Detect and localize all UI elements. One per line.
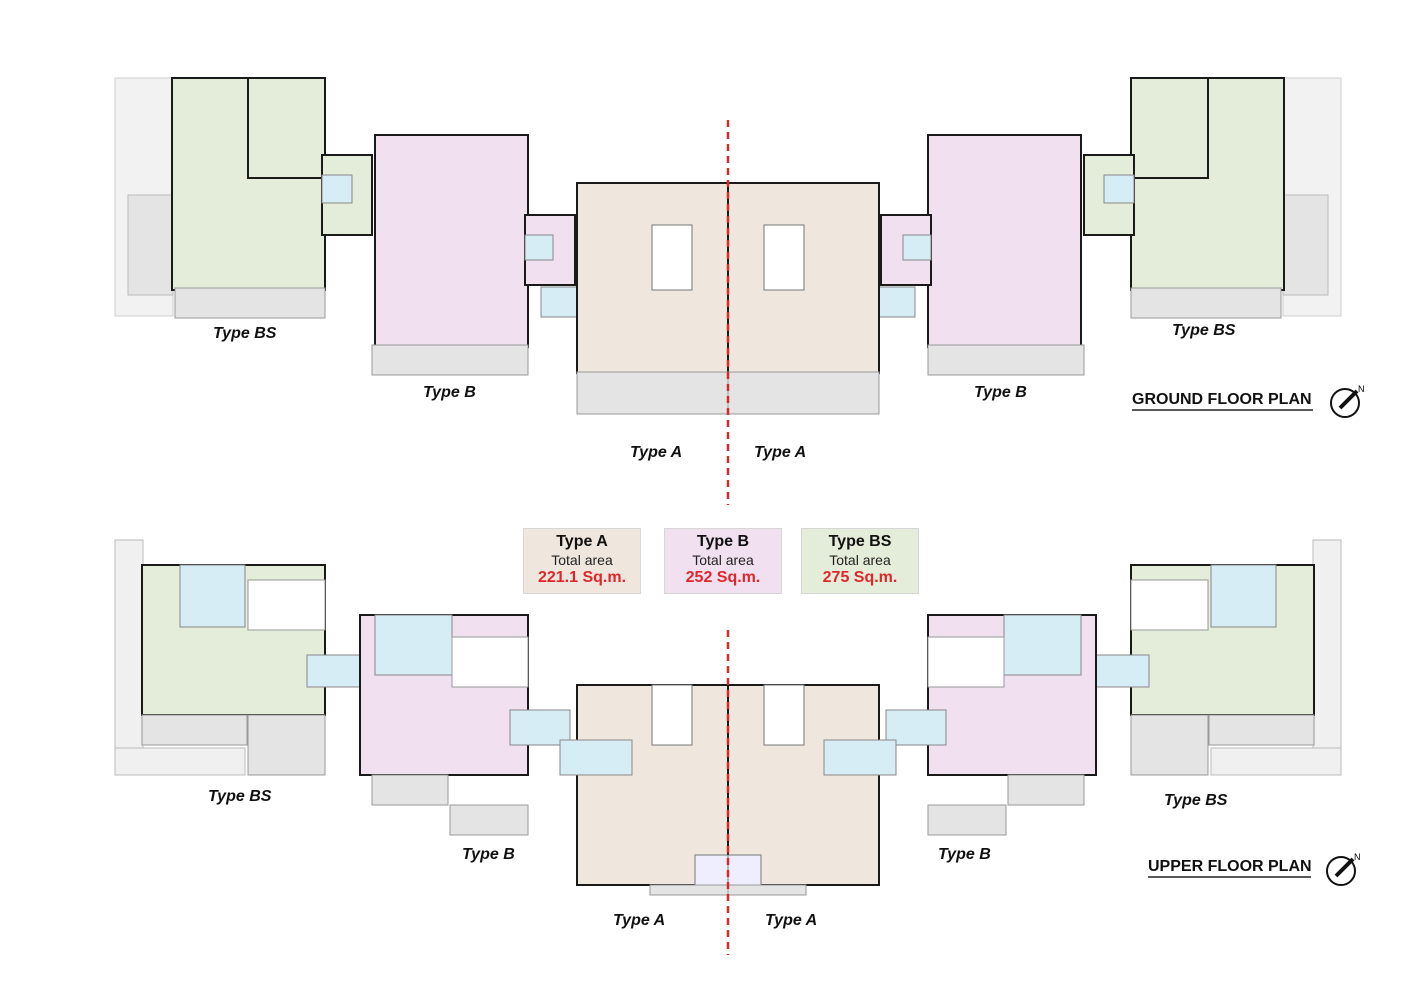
legend-type-a-caption: Total area [551, 552, 613, 568]
upper-bs-void-right [1130, 579, 1209, 631]
ground-b-wc-right [878, 286, 916, 318]
ground-label-bs-left: Type BS [213, 325, 277, 342]
upper-bs-balcony-right [1208, 714, 1315, 746]
legend-type-a-area: 221.1 Sq.m. [537, 569, 627, 586]
upper-label-b-right: Type B [938, 846, 991, 863]
svg-text:N: N [1358, 384, 1365, 394]
upper-label-bs-left: Type BS [208, 788, 272, 805]
legend-type-a-title: Type A [556, 533, 608, 550]
upper-bs-roof-right [1312, 539, 1342, 776]
ground-b-porch-left [371, 344, 529, 376]
upper-label-bs-right: Type BS [1164, 792, 1228, 809]
upper-label-b-left: Type B [462, 846, 515, 863]
ground-a-stair-right [763, 224, 805, 291]
ground-unit-b-left [374, 134, 529, 348]
ground-b-bath-right [902, 234, 932, 261]
upper-bs-bath-left [179, 564, 246, 628]
upper-a-stair-right [763, 684, 805, 746]
ground-label-b-left: Type B [423, 384, 476, 401]
legend-type-b-area: 252 Sq.m. [685, 569, 761, 586]
upper-floor-title: UPPER FLOOR PLAN [1148, 858, 1312, 875]
upper-bs-bath-right [1210, 564, 1277, 628]
upper-b-void-left [451, 636, 529, 688]
upper-bs-void-left [247, 579, 326, 631]
upper-bs-roof-front-right [1210, 747, 1342, 776]
upper-b-balcony2-left [449, 804, 529, 836]
ground-unit-bs-rear-left [247, 77, 326, 179]
ground-floor-title: GROUND FLOOR PLAN [1132, 391, 1312, 408]
upper-floor-plan [114, 539, 1342, 896]
upper-bs-balcony-left [141, 714, 248, 746]
ground-bs-bath-right [1103, 174, 1135, 204]
upper-bs-roof-front-left [114, 747, 246, 776]
upper-a-step-left [649, 884, 729, 896]
ground-a-porch-right [727, 371, 880, 415]
upper-b-balcony2-right [927, 804, 1007, 836]
ground-b-wc-left [540, 286, 578, 318]
ground-unit-b-right [927, 134, 1082, 348]
legend-type-b: Type B Total area 252 Sq.m. [664, 528, 782, 594]
ground-bs-deck-right [1282, 194, 1329, 296]
ground-bs-bath-left [321, 174, 353, 204]
ground-b-porch-right [927, 344, 1085, 376]
ground-label-a-left: Type A [630, 444, 682, 461]
upper-bs-roof-left [114, 539, 144, 776]
upper-bs-balcony2-right [1130, 714, 1209, 776]
upper-b-link-bath-left [509, 709, 571, 746]
upper-a-bath-left [559, 739, 633, 776]
ground-bs-deck-left [127, 194, 174, 296]
upper-label-a-left: Type A [613, 912, 665, 929]
ground-unit-bs-rear-right [1130, 77, 1209, 179]
upper-b-bath-left [374, 614, 453, 676]
ground-label-a-right: Type A [754, 444, 806, 461]
ground-bs-porch-right [1130, 287, 1282, 319]
ground-bs-porch-left [174, 287, 326, 319]
upper-b-balcony-left [371, 774, 449, 806]
upper-b-void-right [927, 636, 1005, 688]
upper-a-stair-left [651, 684, 693, 746]
legend-type-bs-area: 275 Sq.m. [822, 569, 898, 586]
svg-text:N: N [1354, 852, 1361, 862]
upper-b-link-bath-right [885, 709, 947, 746]
upper-a-window-box-right [727, 854, 762, 886]
north-arrow-icon: N [1326, 852, 1361, 886]
north-arrow-icon: N [1330, 384, 1365, 418]
ground-a-porch-left [576, 371, 729, 415]
ground-label-bs-right: Type BS [1172, 322, 1236, 339]
legend-type-a: Type A Total area 221.1 Sq.m. [523, 528, 641, 594]
ground-label-b-right: Type B [974, 384, 1027, 401]
ground-a-stair-left [651, 224, 693, 291]
legend-type-b-caption: Total area [692, 552, 754, 568]
legend-type-bs-title: Type BS [828, 533, 892, 550]
upper-a-window-box-left [694, 854, 729, 886]
ground-floor-plan [114, 77, 1342, 415]
upper-a-step-right [727, 884, 807, 896]
ground-b-bath-left [524, 234, 554, 261]
legend-type-bs-caption: Total area [829, 552, 891, 568]
legend-type-bs: Type BS Total area 275 Sq.m. [801, 528, 919, 594]
upper-b-balcony-right [1007, 774, 1085, 806]
upper-label-a-right: Type A [765, 912, 817, 929]
legend-type-b-title: Type B [696, 533, 750, 550]
upper-a-bath-right [823, 739, 897, 776]
upper-bs-balcony2-left [247, 714, 326, 776]
upper-b-bath-right [1003, 614, 1082, 676]
